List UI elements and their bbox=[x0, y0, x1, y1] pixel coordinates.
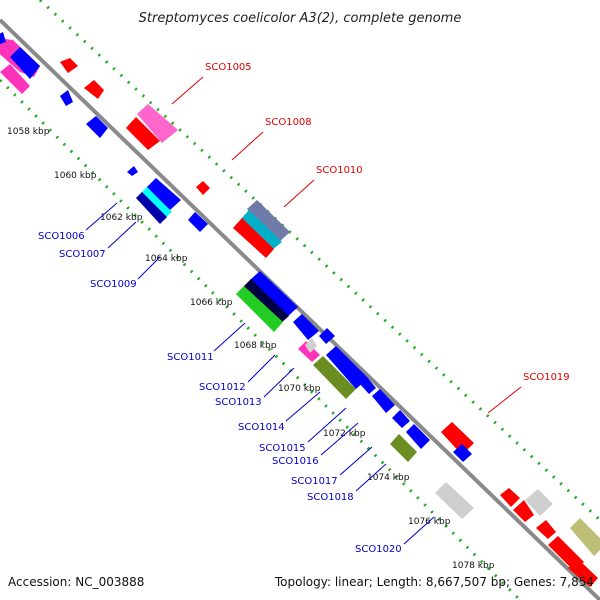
gene-arrow[interactable] bbox=[84, 80, 104, 99]
reverse-gene-label[interactable]: SCO1013 bbox=[215, 397, 262, 408]
gene-arrow[interactable] bbox=[243, 279, 289, 324]
gene-arrow[interactable] bbox=[326, 346, 368, 389]
gene-arrow[interactable] bbox=[441, 422, 474, 455]
gene-arrow[interactable] bbox=[196, 181, 210, 195]
genome-backbone bbox=[0, 18, 600, 600]
reverse-gene-label[interactable]: SCO1018 bbox=[307, 492, 354, 503]
kbp-tick-label: 1058 kbp bbox=[7, 127, 50, 137]
reverse-gene-label[interactable]: SCO1016 bbox=[272, 456, 319, 467]
gene-arrow[interactable] bbox=[305, 338, 317, 353]
gene-arrow[interactable] bbox=[525, 489, 553, 516]
gene-arrow[interactable] bbox=[126, 117, 160, 150]
accession-text: Accession: NC_003888 bbox=[8, 575, 144, 589]
reverse-gene-label[interactable]: SCO1014 bbox=[238, 422, 285, 433]
kbp-tick-label: 1074 kbp bbox=[367, 473, 410, 483]
gene-arrow[interactable] bbox=[313, 356, 356, 399]
forward-gene-label[interactable]: SCO1008 bbox=[265, 117, 312, 128]
gene-leader-line bbox=[263, 367, 295, 398]
gene-arrow[interactable] bbox=[536, 520, 556, 539]
gene-arrow[interactable] bbox=[435, 482, 474, 519]
gene-arrow[interactable] bbox=[570, 518, 600, 556]
gene-leader-line bbox=[283, 179, 315, 208]
gene-leader-line bbox=[137, 256, 161, 280]
reverse-gene-label[interactable]: SCO1017 bbox=[291, 476, 338, 487]
gene-arrow[interactable] bbox=[250, 271, 298, 318]
kbp-tick-label: 1076 kbp bbox=[408, 517, 451, 527]
kbp-tick-label: 1072 kbp bbox=[323, 429, 366, 439]
gene-arrow[interactable] bbox=[233, 218, 274, 258]
gene-leader-line bbox=[320, 422, 359, 456]
gene-leader-line bbox=[403, 516, 435, 545]
forward-gene-label[interactable]: SCO1010 bbox=[316, 165, 363, 176]
gene-arrow[interactable] bbox=[86, 116, 108, 138]
gene-arrow[interactable] bbox=[146, 178, 181, 210]
gene-arrow[interactable] bbox=[568, 559, 598, 587]
gene-arrow[interactable] bbox=[513, 500, 534, 522]
kbp-tick-label: 1078 kbp bbox=[452, 561, 495, 571]
gene-arrow[interactable] bbox=[60, 58, 78, 73]
gene-arrow[interactable] bbox=[390, 434, 417, 462]
reverse-genes bbox=[0, 32, 474, 519]
forward-gene-label[interactable]: SCO1005 bbox=[205, 62, 252, 73]
map-title: Streptomyces coelicolor A3(2), complete … bbox=[139, 11, 462, 26]
gene-arrow[interactable] bbox=[140, 187, 172, 219]
gene-leader-line bbox=[171, 76, 204, 105]
gene-arrow[interactable] bbox=[137, 104, 178, 143]
gene-arrow[interactable] bbox=[319, 328, 335, 344]
gene-arrow[interactable] bbox=[298, 341, 320, 362]
reverse-gene-label[interactable]: SCO1012 bbox=[199, 382, 246, 393]
summary-text: Topology: linear; Length: 8,667,507 bp; … bbox=[274, 575, 594, 589]
gene-arrow[interactable] bbox=[360, 377, 376, 394]
reverse-gene-label[interactable]: SCO1009 bbox=[90, 279, 137, 290]
gene-leader-line bbox=[487, 386, 522, 414]
gene-arrow[interactable] bbox=[127, 166, 138, 176]
gene-arrow[interactable] bbox=[0, 64, 30, 94]
forward-gene-label[interactable]: SCO1019 bbox=[523, 372, 570, 383]
gene-leader-line bbox=[107, 221, 137, 249]
gene-leader-line bbox=[339, 446, 373, 476]
gene-arrow[interactable] bbox=[60, 90, 73, 106]
reverse-gene-label[interactable]: SCO1007 bbox=[59, 249, 106, 260]
kbp-tick-label: 1070 kbp bbox=[278, 384, 321, 394]
reverse-gene-label[interactable]: SCO1006 bbox=[38, 231, 85, 242]
gene-arrow[interactable] bbox=[188, 212, 208, 232]
kbp-tick-label: 1060 kbp bbox=[54, 171, 97, 181]
kbp-tick-label: 1062 kbp bbox=[100, 213, 143, 223]
gene-leader-line bbox=[213, 322, 246, 352]
gene-arrow[interactable] bbox=[293, 314, 319, 340]
gene-arrow[interactable] bbox=[241, 210, 282, 250]
gene-arrow[interactable] bbox=[500, 488, 520, 507]
gene-leader-line bbox=[247, 354, 276, 383]
reverse-gene-label[interactable]: SCO1011 bbox=[167, 352, 214, 363]
forward-genes bbox=[0, 38, 600, 587]
gene-arrow[interactable] bbox=[236, 286, 283, 332]
kbp-tick-label: 1064 kbp bbox=[145, 254, 188, 264]
reverse-gene-label[interactable]: SCO1015 bbox=[259, 443, 306, 454]
kbp-tick-label: 1068 kbp bbox=[234, 341, 277, 351]
reverse-gene-label[interactable]: SCO1020 bbox=[355, 544, 402, 555]
kbp-tick-label: 1066 kbp bbox=[190, 298, 233, 308]
gene-leader-line bbox=[285, 391, 321, 422]
gene-arrow[interactable] bbox=[392, 410, 410, 428]
gene-arrow[interactable] bbox=[247, 200, 290, 243]
gene-arrow[interactable] bbox=[406, 424, 430, 449]
reverse-gene-labels: SCO1006SCO1007SCO1009SCO1011SCO1012SCO10… bbox=[38, 202, 435, 555]
gene-leader-line bbox=[307, 407, 347, 443]
gene-arrow[interactable] bbox=[453, 444, 472, 462]
gene-leader-line bbox=[85, 202, 118, 231]
gene-arrow[interactable] bbox=[136, 192, 167, 224]
gene-leader-line bbox=[355, 463, 387, 492]
gene-arrow[interactable] bbox=[372, 389, 395, 413]
dotted-track-outer-forward bbox=[38, 0, 600, 522]
gene-leader-line bbox=[231, 131, 264, 161]
gene-arrow[interactable] bbox=[10, 47, 40, 79]
gene-arrow[interactable] bbox=[0, 32, 6, 46]
kbp-axis-labels: 1058 kbp 1060 kbp 1062 kbp 1064 kbp 1066 kbp… bbox=[7, 127, 495, 571]
